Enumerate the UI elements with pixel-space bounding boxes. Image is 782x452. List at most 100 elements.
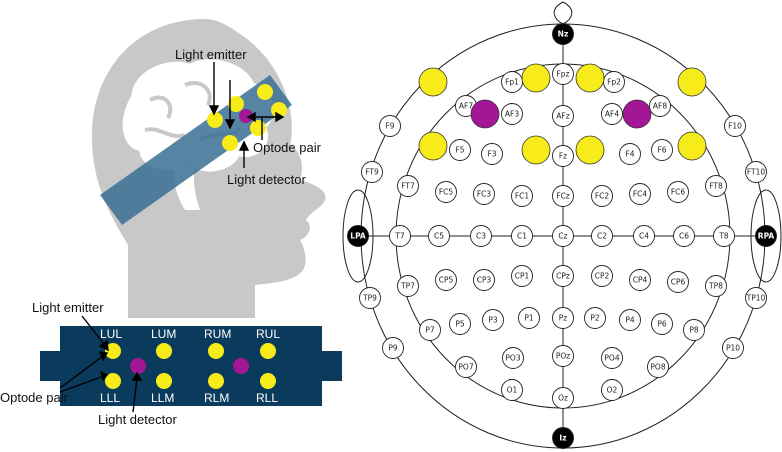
electrode-marker [552,185,574,207]
head-detector [239,109,253,123]
electrode-CP3: CP3 [473,269,495,291]
electrode-label: F10 [728,122,742,131]
electrode-marker [667,271,689,293]
electrode-label: TP7 [400,282,415,291]
band-diagram: LUL LUM RUM RUL LLL LLM RLM RLL Light em… [0,300,342,427]
electrode-label: P10 [726,344,740,353]
electrode-FC1: FC1 [511,185,533,207]
electrode-label: AFz [556,112,569,121]
band-body [60,326,322,406]
electrode-marker [455,356,477,378]
electrode-FC2: FC2 [591,185,613,207]
band-emitter [105,373,121,389]
electrode-label: P3 [488,316,498,325]
electrode-marker [552,23,574,45]
electrode-marker [745,161,767,183]
electrode-marker [619,309,641,331]
head-emitter [250,120,266,136]
electrode-label: F4 [625,150,634,159]
electrode-AF8: AF8 [649,95,671,117]
electrode-RPA: RPA [755,225,777,247]
electrode-label: PO3 [505,354,520,363]
electrode-label: CP5 [439,276,454,285]
electrode-label: CP4 [633,276,648,285]
electrode-marker [591,265,613,287]
band-pos-LUL: LUL [100,327,122,341]
electrode-marker [428,225,450,247]
electrode-label: AF7 [459,102,473,111]
electrode-marker [584,307,606,329]
electrode-C1: C1 [511,225,533,247]
electrode-marker [449,313,471,335]
electrode-marker [629,269,651,291]
head-emitter [207,112,223,128]
electrode-label: CP3 [477,276,492,285]
electrode-FC4: FC4 [629,183,651,205]
electrode-label: C6 [679,232,689,241]
electrode-marker [470,225,492,247]
band-emitter [156,343,172,359]
electrode-label: PO7 [458,363,473,372]
electrode-label: FC2 [595,192,610,201]
electrode-F4: F4 [619,143,641,165]
head-emitter [257,84,273,100]
band-detector [233,358,249,374]
electrode-AF4: AF4 [601,103,623,125]
emitter-left-lower-medial [521,135,551,165]
electrode-AFz: AFz [552,105,574,127]
electrode-C6: C6 [673,225,695,247]
electrode-CP1: CP1 [511,265,533,287]
emitter-right-lower-lateral [677,131,707,161]
electrode-POz: POz [552,345,574,367]
electrode-label: P2 [590,314,600,323]
electrode-T8: T8 [713,225,735,247]
electrode-label: Cz [558,232,567,241]
electrode-marker [552,105,574,127]
electrode-marker [601,103,623,125]
electrode-label: CP6 [671,278,686,287]
electrode-label: Fpz [556,70,569,79]
electrode-marker [511,225,533,247]
electrode-marker [591,225,613,247]
electrode-marker [552,63,574,85]
electrode-marker [481,143,503,165]
band-emitter [105,343,121,359]
electrode-PO8: PO8 [647,356,669,378]
electrode-marker [552,307,574,329]
electrode-label: P7 [425,326,435,335]
electrode-marker [552,427,574,449]
electrode-label: CP1 [515,272,530,281]
electrode-Nz: Nz [552,23,574,45]
electrode-label: FCz [556,192,570,201]
electrode-label: P5 [455,320,465,329]
electrode-marker [382,337,404,359]
electrode-marker [755,225,777,247]
electrode-AF3: AF3 [501,103,523,125]
electrode-marker [502,347,524,369]
electrode-Fp2: Fp2 [603,71,625,93]
electrode-marker [449,139,471,161]
electrode-marker [651,313,673,335]
electrode-label: C1 [517,232,527,241]
electrode-Fp1: Fp1 [501,71,523,93]
electrode-label: PO8 [650,363,665,372]
electrode-label: O1 [507,386,518,395]
electrode-Iz: Iz [552,427,574,449]
emitter-right-upper-medial [575,63,605,93]
electrode-label: FT8 [709,182,723,191]
electrode-CP6: CP6 [667,271,689,293]
electrode-label: RPA [758,232,775,241]
band-label-emitter: Light emitter [32,300,104,315]
electrode-P4: P4 [619,309,641,331]
emitter-right-upper-lateral [677,67,707,97]
electrode-TP7: TP7 [397,275,419,297]
band-label-optode-pair: Optode pair [0,390,69,405]
electrode-marker [705,275,727,297]
electrode-marker [501,103,523,125]
electrode-LPA: LPA [347,225,369,247]
electrode-marker [482,309,504,331]
electrode-label: P1 [524,314,534,323]
electrode-label: C5 [434,232,444,241]
electrode-marker [435,269,457,291]
